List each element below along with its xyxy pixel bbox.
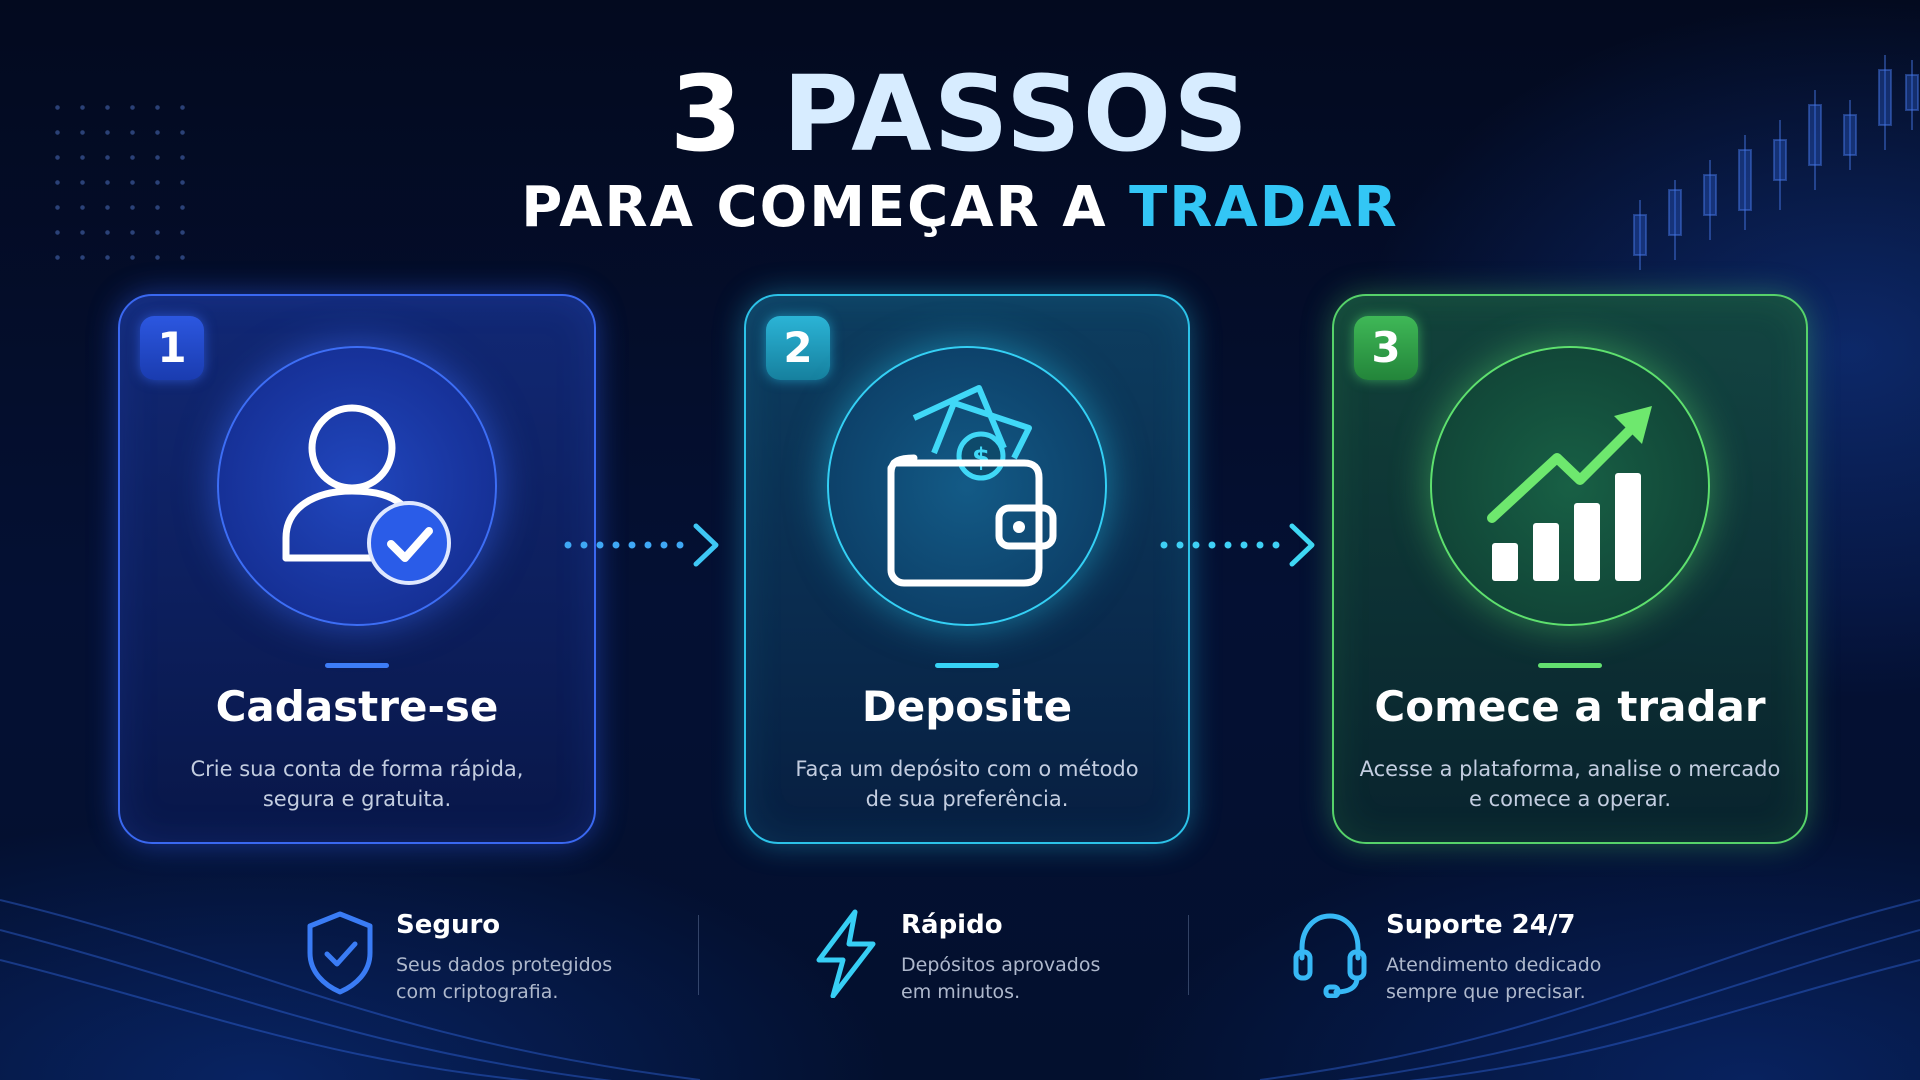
step-icon-circle [217, 346, 497, 626]
subtitle-highlight: TRADAR [1129, 175, 1399, 240]
feature-title: Rápido [901, 910, 1003, 940]
lightning-icon [816, 909, 876, 998]
accent-bar [1538, 663, 1602, 668]
feature-description: Atendimento dedicado sempre que precisar… [1386, 952, 1601, 1006]
feature-description: Seus dados protegidos com criptografia. [396, 952, 612, 1006]
step-card-deposit[interactable]: 2 $ Deposite Faça um depósito com o méto… [744, 294, 1190, 844]
step-description-line: Faça um depósito com o método [795, 757, 1139, 781]
step-description-line: Acesse a plataforma, analise o mercado [1359, 757, 1781, 781]
subtitle-text: PARA COMEÇAR A [521, 175, 1108, 240]
step-title: Deposite [861, 682, 1073, 731]
step-title: Cadastre-se [215, 682, 499, 731]
divider [698, 915, 699, 995]
step-description-line: e comece a operar. [1468, 787, 1672, 811]
title-number: 3 [669, 53, 745, 175]
shield-check-icon [307, 911, 373, 995]
step-card-start-trading[interactable]: 3 Comece a tradar Acesse a plataforma, a… [1332, 294, 1808, 844]
accent-bar [935, 663, 999, 668]
feature-description-line: com criptografia. [396, 981, 559, 1003]
step-badge: 1 [140, 316, 204, 380]
divider [1188, 915, 1189, 995]
user-check-icon [282, 404, 451, 585]
arrow-right-icon [564, 523, 719, 567]
step-icon-circle [1430, 346, 1710, 626]
feature-description: Depósitos aprovados em minutos. [901, 952, 1100, 1006]
step-description: Faça um depósito com o método de sua pre… [766, 754, 1168, 814]
headset-icon [1293, 913, 1367, 998]
feature-description-line: em minutos. [901, 981, 1021, 1003]
step-card-signup[interactable]: 1 Cadastre-se Crie sua conta de forma rá… [118, 294, 596, 844]
step-description-line: de sua preferência. [865, 787, 1069, 811]
wallet-money-icon: $ [887, 385, 1057, 587]
step-title: Comece a tradar [1374, 682, 1766, 731]
decorative-waves [0, 899, 1920, 1080]
candlestick-chart-decoration [1633, 55, 1919, 270]
feature-title: Seguro [396, 910, 501, 940]
title-word: PASSOS [782, 53, 1251, 175]
step-description: Crie sua conta de forma rápida, segura e… [140, 754, 574, 814]
step-description: Acesse a plataforma, analise o mercado e… [1354, 754, 1786, 814]
step-icon-circle: $ [827, 346, 1107, 626]
feature-description-line: Depósitos aprovados [901, 954, 1101, 976]
step-badge: 3 [1354, 316, 1418, 380]
arrow-right-icon [1160, 523, 1315, 567]
step-badge: 2 [766, 316, 830, 380]
feature-title: Suporte 24/7 [1386, 910, 1576, 940]
page-title: 3 PASSOS [0, 62, 1920, 166]
growth-chart-icon [1487, 406, 1652, 581]
dollar-sign-icon: $ [972, 443, 990, 473]
accent-bar [325, 663, 389, 668]
step-description-line: Crie sua conta de forma rápida, [190, 757, 524, 781]
feature-description-line: Seus dados protegidos [396, 954, 613, 976]
decorative-dot-grid [45, 95, 195, 275]
feature-description-line: sempre que precisar. [1386, 981, 1586, 1003]
step-description-line: segura e gratuita. [262, 787, 452, 811]
feature-description-line: Atendimento dedicado [1386, 954, 1602, 976]
page-subtitle: PARA COMEÇAR A TRADAR [0, 180, 1920, 236]
